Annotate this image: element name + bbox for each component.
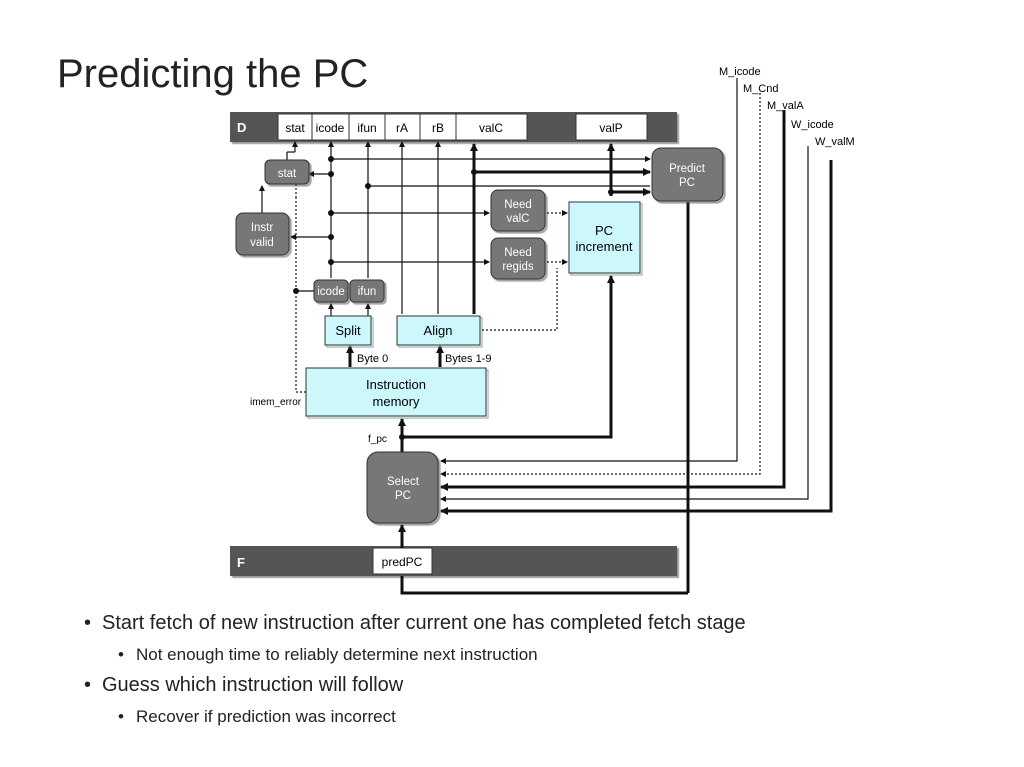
- junction-dots: [293, 156, 614, 440]
- d-register-label: D: [237, 120, 246, 135]
- d-field-ifun: ifun: [357, 121, 376, 135]
- d-pipeline-register: D stat icode ifun rA rB valC valP: [230, 112, 677, 142]
- w-valm-label: W_valM: [815, 136, 855, 148]
- bullet-text: Not enough time to reliably determine ne…: [136, 645, 538, 664]
- bullet-level1: • Guess which instruction will follow: [84, 674, 403, 697]
- instruction-memory-label-1: Instruction: [366, 377, 426, 392]
- need-valc-label-2: valC: [506, 213, 529, 225]
- need-regids-block: Need regids: [490, 237, 546, 280]
- split-block-label: Split: [335, 323, 361, 338]
- predict-pc-block: Predict PC: [651, 147, 724, 202]
- need-regids-label-2: regids: [502, 261, 534, 273]
- signal-wires: [259, 141, 651, 316]
- need-valc-label-1: Need: [504, 199, 532, 211]
- f-register-label: F: [237, 555, 245, 570]
- d-field-rb: rB: [432, 121, 444, 135]
- m-vala-label: M_valA: [767, 100, 804, 112]
- pc-increment-block: PC increment: [568, 201, 641, 274]
- ifun-block: ifun: [349, 279, 385, 303]
- predict-pc-label-1: Predict: [669, 163, 706, 175]
- predict-pc-label-2: PC: [679, 177, 695, 189]
- align-block: Align: [396, 315, 481, 346]
- select-pc-label-2: PC: [395, 490, 411, 502]
- select-pc-block: Select PC: [366, 451, 439, 524]
- bullet-dot-icon: •: [84, 674, 92, 696]
- imem-error-label: imem_error: [250, 397, 302, 408]
- dotted-wires: [295, 93, 761, 477]
- bullet-text: Recover if prediction was incorrect: [136, 707, 396, 726]
- f-pc-label: f_pc: [368, 434, 387, 445]
- need-regids-label-1: Need: [504, 247, 532, 259]
- m-icode-label: M_icode: [719, 66, 761, 78]
- d-field-ra: rA: [396, 121, 408, 135]
- forwarding-wires-thin: [440, 78, 809, 502]
- pc-increment-label-1: PC: [595, 223, 613, 238]
- d-field-valp: valP: [599, 121, 622, 135]
- byte0-label: Byte 0: [357, 353, 388, 365]
- bullet-dot-icon: •: [118, 707, 124, 726]
- split-block: Split: [324, 315, 372, 346]
- icode-block: icode: [313, 279, 349, 303]
- instruction-memory-block: Instruction memory: [305, 367, 487, 417]
- f-pipeline-register: F predPC: [230, 546, 677, 576]
- bullet-dot-icon: •: [84, 612, 92, 634]
- f-field-predpc: predPC: [382, 555, 423, 569]
- bytes19-label: Bytes 1-9: [445, 353, 491, 365]
- m-cnd-label: M_Cnd: [743, 83, 778, 95]
- instruction-memory-label-2: memory: [373, 394, 420, 409]
- w-icode-label: W_icode: [791, 119, 834, 131]
- bullet-dot-icon: •: [118, 645, 124, 664]
- stat-block-label: stat: [278, 168, 297, 180]
- align-block-label: Align: [424, 323, 453, 338]
- instr-valid-label-2: valid: [250, 237, 274, 249]
- select-pc-label-1: Select: [387, 476, 420, 488]
- bullet-level2: • Recover if prediction was incorrect: [118, 707, 396, 727]
- d-field-icode: icode: [316, 121, 345, 135]
- d-field-valc: valC: [479, 121, 503, 135]
- need-valc-block: Need valC: [490, 189, 546, 232]
- bullet-level2: • Not enough time to reliably determine n…: [118, 645, 538, 665]
- bullet-text: Start fetch of new instruction after cur…: [102, 612, 746, 634]
- ifun-block-label: ifun: [358, 286, 377, 298]
- instr-valid-label-1: Instr: [251, 222, 274, 234]
- d-field-stat: stat: [285, 121, 305, 135]
- pc-increment-label-2: increment: [575, 239, 632, 254]
- bullet-level1: • Start fetch of new instruction after cu…: [84, 612, 746, 635]
- slide-title: Predicting the PC: [57, 52, 369, 96]
- icode-block-label: icode: [317, 286, 345, 298]
- instr-valid-block: Instr valid: [235, 212, 290, 256]
- bullet-text: Guess which instruction will follow: [102, 674, 404, 696]
- stat-block: stat: [264, 159, 310, 185]
